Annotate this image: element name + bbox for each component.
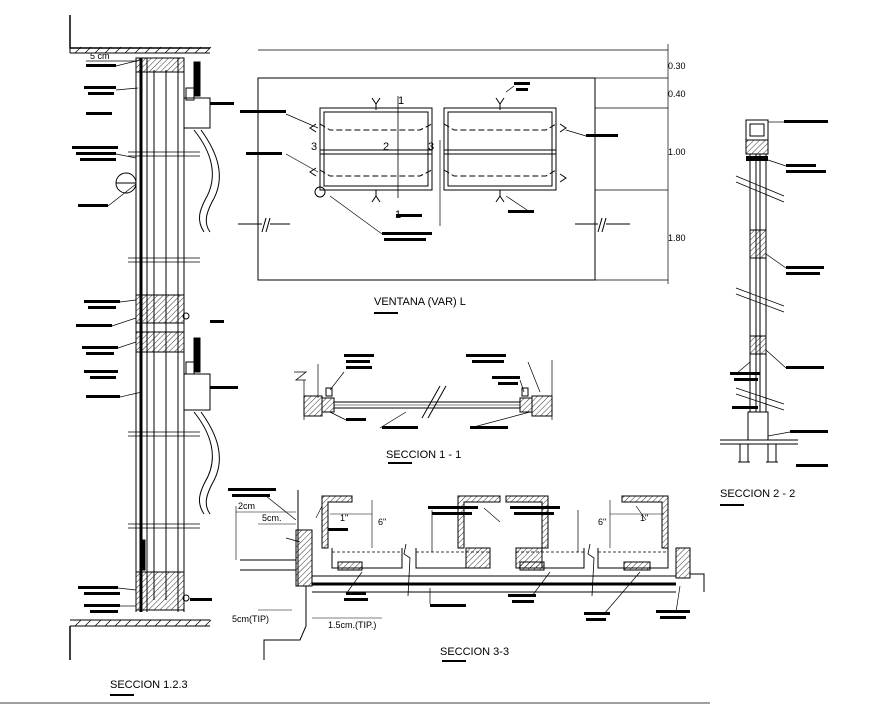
section-123-annotations [72,59,238,696]
section-33-drawing [235,490,705,660]
section-22-annotations [720,120,828,506]
cut-mark-1-bottom: 1 [395,209,401,221]
section-33-annotations [228,488,690,662]
cut-mark-3-right: 3 [428,141,434,153]
elevation-dim-030: 0.30 [668,61,686,71]
cut-mark-3-left: 3 [311,141,317,153]
elevation-dim-180: 1.80 [668,233,686,243]
section-33-title: SECCION 3-3 [440,646,509,658]
section-33-dim-tip-5: 5cm(TIP) [232,614,269,624]
ventana-annotations [240,82,618,314]
section-123-drawing [69,15,220,660]
section-22-title: SECCION 2 - 2 [720,488,795,500]
section-22-drawing [720,119,798,463]
ventana-title: VENTANA (VAR) L [374,296,466,308]
section-33-dim-tip-15: 1.5cm.(TIP.) [328,620,376,630]
section-33-dim-6in-right: 6" [598,517,606,527]
section-33-dim-1in-left: 1" [340,513,348,523]
section-33-dim-2cm: 2cm [238,501,255,511]
section-33-dim-5cm: 5cm. [262,513,282,523]
elevation-dim-040: 0.40 [668,89,686,99]
section-33-dim-1in-right: 1" [640,513,648,523]
ventana-elevation-drawing [238,44,669,284]
section-11-drawing [294,360,553,429]
section-11-title: SECCION 1 - 1 [386,449,461,461]
section-33-dim-6in-left: 6" [378,517,386,527]
section-123-dim-top: 5 cm [90,51,110,61]
cut-mark-2: 2 [383,141,389,153]
elevation-dim-100: 1.00 [668,147,686,157]
cut-mark-1-top: 1 [398,95,404,107]
section-123-title: SECCION 1.2.3 [110,679,188,691]
section-11-annotations [344,354,520,464]
